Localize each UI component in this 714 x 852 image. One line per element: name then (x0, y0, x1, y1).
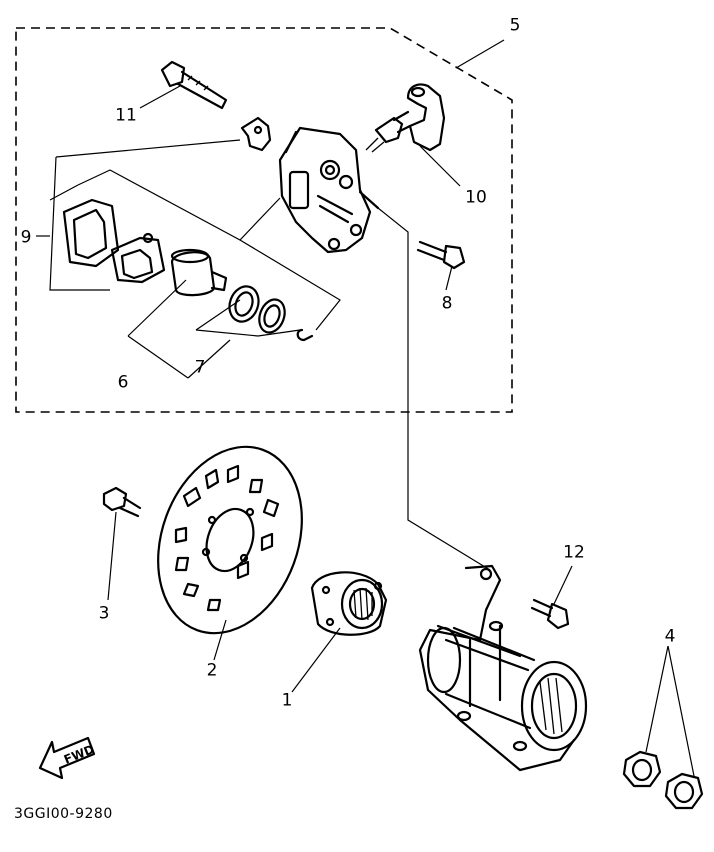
callout-1: 1 (281, 690, 293, 711)
callout-2: 2 (206, 660, 218, 681)
caliper-body-drawing (278, 126, 380, 254)
callout-5: 5 (509, 15, 521, 36)
bolt-8-drawing (416, 240, 466, 270)
bolt-12-drawing (530, 598, 570, 630)
callout-4: 4 (664, 626, 676, 647)
bracket-10-drawing (365, 83, 446, 153)
fwd-arrow-icon: FWD (38, 736, 96, 780)
callout-11: 11 (115, 105, 137, 126)
callout-10: 10 (465, 187, 487, 208)
callout-12: 12 (563, 542, 585, 563)
hub-drawing (310, 571, 388, 636)
brake-disc-drawing (157, 445, 303, 635)
piston-drawing (170, 248, 228, 297)
seals-drawing (228, 285, 314, 342)
bearing-housing-drawing (418, 564, 588, 772)
pad-clip-drawing (240, 116, 272, 152)
callout-6: 6 (117, 372, 129, 393)
callout-3: 3 (98, 603, 110, 624)
bolt-3-drawing (102, 486, 142, 518)
caliper-assembly-boundary (15, 27, 513, 413)
brake-pads-drawing (62, 198, 166, 284)
callout-8: 8 (441, 293, 453, 314)
part-code: 3GGI00-9280 (14, 806, 113, 822)
callout-7: 7 (194, 357, 206, 378)
callout-9: 9 (20, 227, 32, 248)
callout-leaders (36, 39, 695, 777)
lock-nuts-drawing (622, 750, 704, 810)
bolt-11-drawing (160, 60, 228, 110)
